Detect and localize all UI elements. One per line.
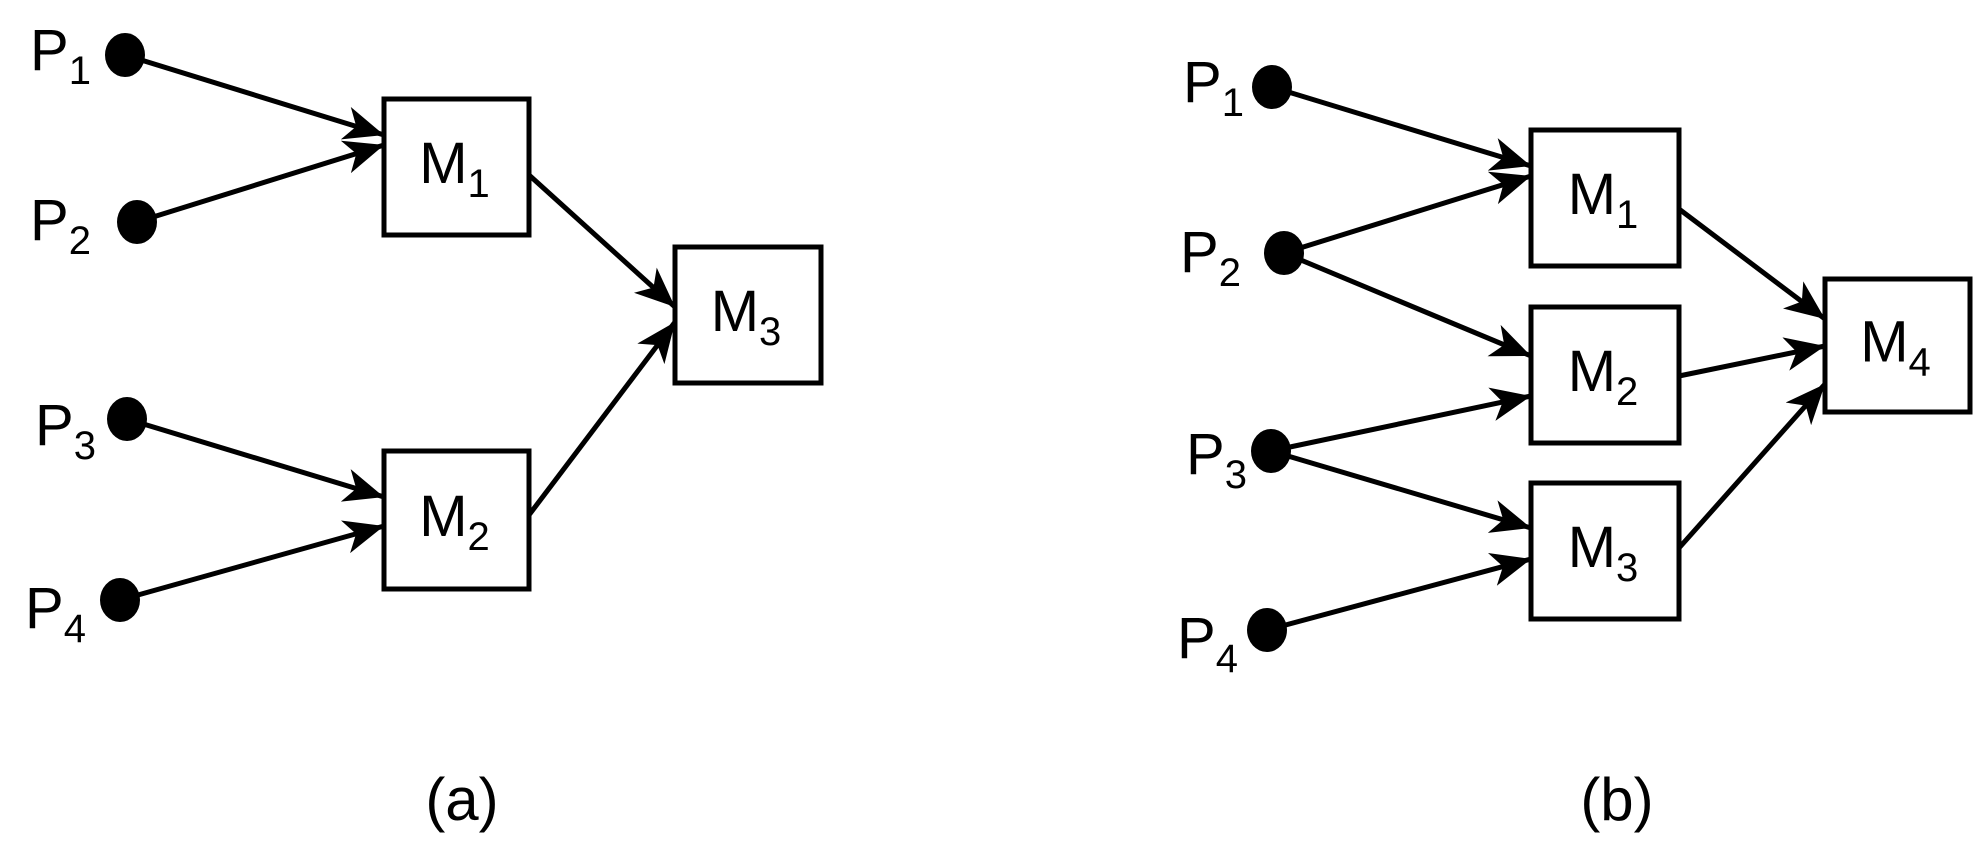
module-label-m4: M4 <box>1860 310 1931 385</box>
arrow-p3-to-m3 <box>1270 448 1532 533</box>
source-dot-p2 <box>117 200 157 244</box>
source-label-p3-subscript: 3 <box>1225 453 1247 497</box>
arrow-p3-to-m2 <box>126 416 385 502</box>
arrow-p1-to-m1 <box>1271 84 1532 171</box>
module-label-m2-subscript: 2 <box>468 515 490 559</box>
arrow-p2-to-m2 <box>1283 250 1532 359</box>
source-label-p1-base: P <box>30 18 69 83</box>
source-dot-p4 <box>100 578 140 622</box>
module-label-m2-subscript: 2 <box>1616 370 1638 414</box>
module-label-m1-subscript: 1 <box>1616 193 1638 237</box>
source-label-p3-base: P <box>1186 422 1225 487</box>
arrow-m1-to-m4 <box>1677 207 1827 321</box>
module-label-m2: M2 <box>419 484 490 559</box>
source-label-p1-subscript: 1 <box>69 49 91 93</box>
arrow-p2-to-m1 <box>1283 171 1532 256</box>
arrow-m2-to-m4 <box>1678 337 1826 379</box>
module-box-m3 <box>1528 480 1682 622</box>
module-label-m2: M2 <box>1568 339 1639 414</box>
source-dot-p1 <box>105 33 145 77</box>
module-label-m4-base: M <box>1860 310 1908 375</box>
source-dot-p3 <box>107 397 147 441</box>
module-label-m3: M3 <box>711 279 782 354</box>
source-label-p4: P4 <box>1177 606 1238 681</box>
source-label-p3-base: P <box>35 393 74 458</box>
source-label-p2-base: P <box>1180 220 1219 285</box>
panel-caption-a: (a) <box>425 766 498 833</box>
source-label-p4-base: P <box>25 576 64 641</box>
arrow-m2-to-m3 <box>527 320 677 517</box>
source-label-p2-base: P <box>30 188 69 253</box>
source-label-p2: P2 <box>30 188 91 263</box>
panel-caption-b: (b) <box>1580 766 1653 833</box>
module-label-m1-base: M <box>1568 162 1616 227</box>
source-label-p4-subscript: 4 <box>1216 637 1238 681</box>
module-label-m1: M1 <box>419 131 490 206</box>
source-label-p4-base: P <box>1177 606 1216 671</box>
arrow-m3-to-m4 <box>1677 382 1827 550</box>
source-dot-p1 <box>1252 65 1292 109</box>
source-dot-p3 <box>1251 429 1291 473</box>
arrow-p1-to-m1 <box>124 52 385 140</box>
module-label-m3-base: M <box>1568 515 1616 580</box>
arrow-m1-to-m3 <box>527 173 677 309</box>
module-box-m1 <box>1528 127 1682 269</box>
module-label-m1-subscript: 1 <box>468 162 490 206</box>
source-label-p2: P2 <box>1180 220 1241 295</box>
module-box-m2 <box>381 448 532 592</box>
source-label-p4: P4 <box>25 576 86 651</box>
module-label-m3: M3 <box>1568 515 1639 590</box>
module-label-m1-base: M <box>419 131 467 196</box>
source-label-p2-subscript: 2 <box>1219 251 1241 295</box>
module-label-m2-base: M <box>1568 339 1616 404</box>
source-label-p3-subscript: 3 <box>74 424 96 468</box>
source-label-p3: P3 <box>35 393 96 468</box>
source-label-p1: P1 <box>30 18 91 93</box>
source-dot-p2 <box>1264 231 1304 275</box>
arrow-p2-to-m1 <box>136 140 385 225</box>
module-box-m1 <box>381 96 532 238</box>
arrow-p4-to-m3 <box>1266 552 1532 633</box>
arrow-p3-to-m2 <box>1270 387 1532 454</box>
source-dot-p4 <box>1247 608 1287 652</box>
arrow-p4-to-m2 <box>119 520 385 603</box>
source-label-p3: P3 <box>1186 422 1247 497</box>
source-label-p2-subscript: 2 <box>69 219 91 263</box>
module-label-m2-base: M <box>419 484 467 549</box>
source-label-p1: P1 <box>1183 50 1244 125</box>
source-label-p1-base: P <box>1183 50 1222 115</box>
module-box-m4 <box>1822 276 1973 415</box>
module-box-m2 <box>1528 304 1682 446</box>
module-label-m3-subscript: 3 <box>759 310 781 354</box>
module-label-m3-base: M <box>711 279 759 344</box>
module-label-m3-subscript: 3 <box>1616 546 1638 590</box>
module-label-m4-subscript: 4 <box>1909 341 1931 385</box>
module-label-m1: M1 <box>1568 162 1639 237</box>
source-label-p1-subscript: 1 <box>1222 81 1244 125</box>
module-box-m3 <box>672 244 824 386</box>
source-label-p4-subscript: 4 <box>64 607 86 651</box>
